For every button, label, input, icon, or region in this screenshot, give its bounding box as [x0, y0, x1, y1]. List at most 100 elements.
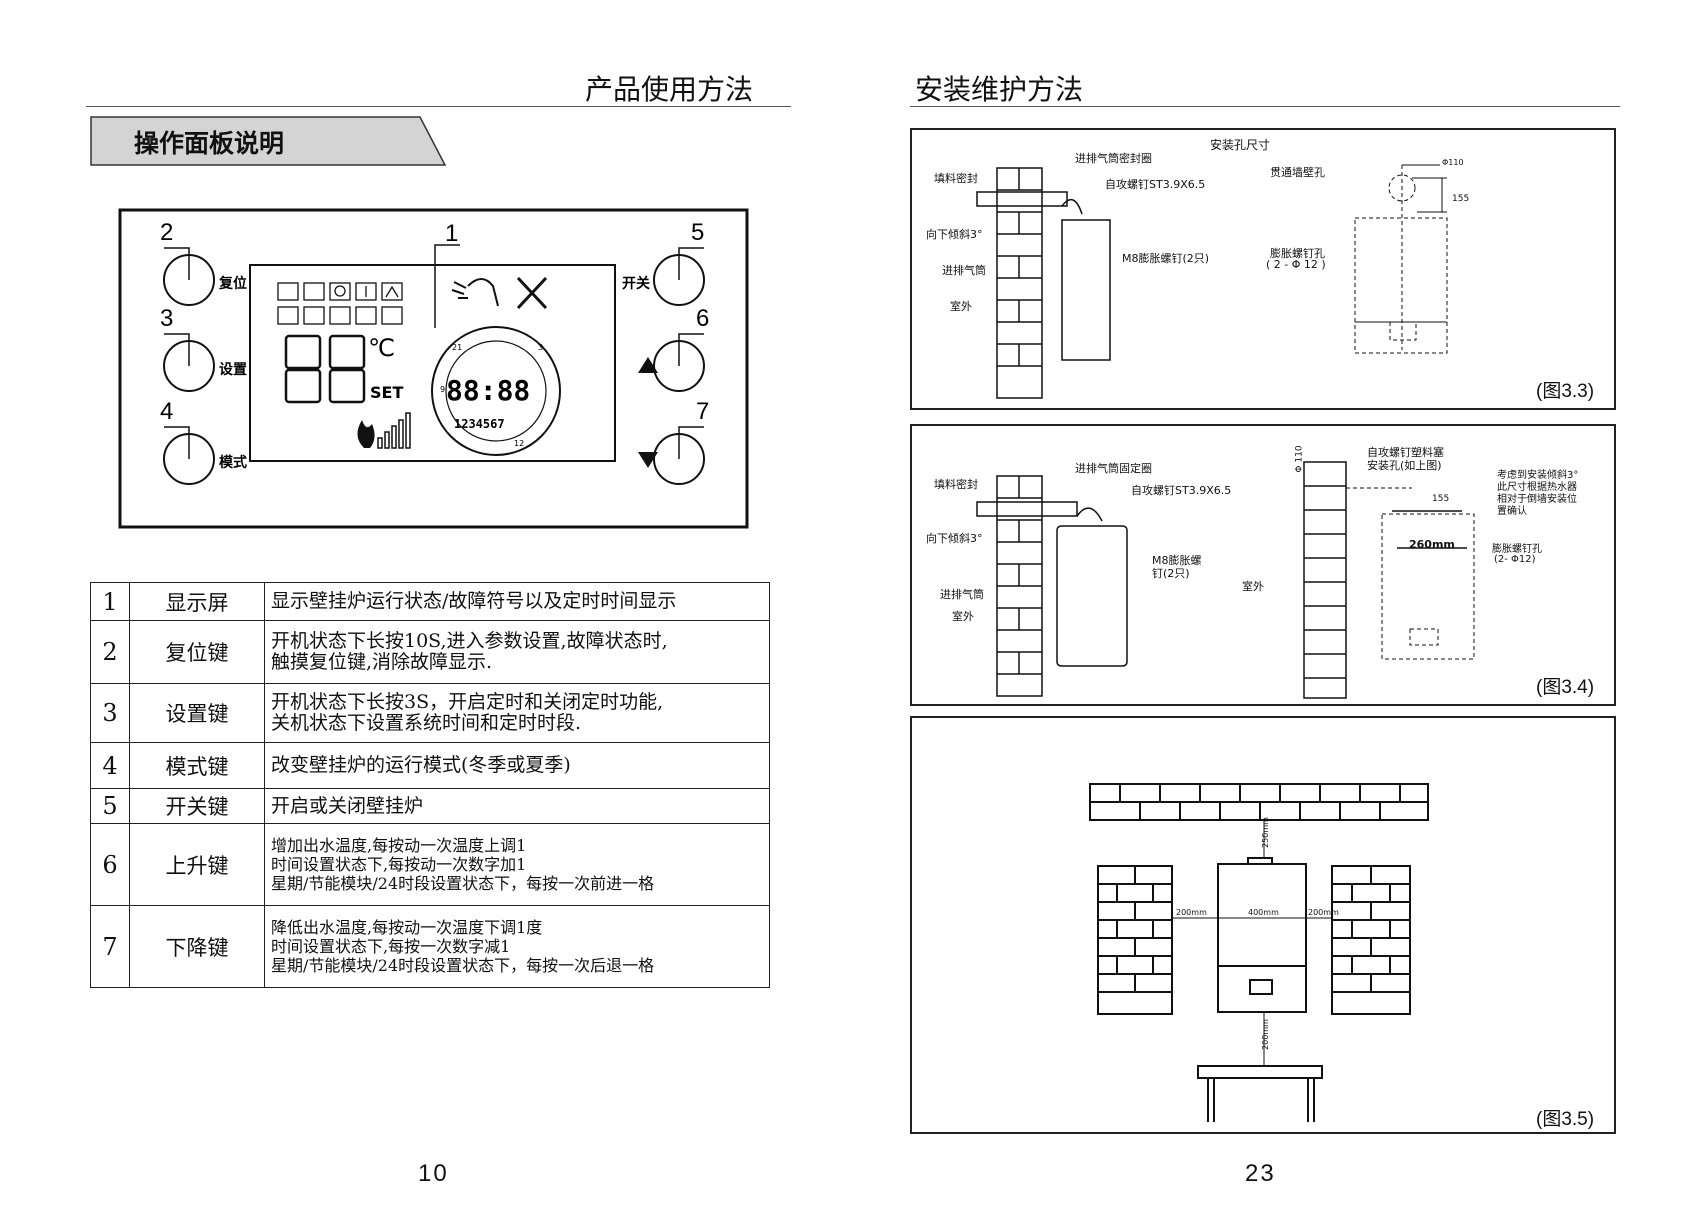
clock-ring — [431, 326, 561, 456]
key-description-table: 1 显示屏 显示壁挂炉运行状态/故障符号以及定时时间显示 2 复位键 开机状态下… — [90, 582, 770, 988]
control-panel-diagram: 1 2 复位 3 设置 4 模式 5 开关 6 7 — [118, 208, 749, 529]
label: 进排气筒 — [940, 588, 984, 601]
week-digits: 1234567 — [454, 417, 505, 431]
table-row: 2 复位键 开机状态下长按10S,进入参数设置,故障状态时,触摸复位键,消除故障… — [90, 620, 770, 684]
label: 此尺寸根据热水器 — [1497, 482, 1577, 493]
label: 填料密封 — [934, 172, 978, 185]
label: 自攻螺钉塑料塞 — [1367, 446, 1444, 459]
table-row: 5 开关键 开启或关闭壁挂炉 — [90, 788, 770, 824]
set-button-group: 3 设置 — [160, 305, 247, 392]
row-number: 2 — [90, 620, 130, 684]
svg-text:7: 7 — [696, 398, 709, 425]
label: 考虑到安装倾斜3° — [1497, 470, 1579, 481]
label: 填料密封 — [934, 478, 978, 491]
row-number: 5 — [90, 788, 130, 824]
fig34-caption: (图3.4) — [1536, 677, 1595, 698]
fig33-caption: (图3.3) — [1536, 381, 1595, 402]
power-button-group: 5 开关 — [622, 219, 705, 306]
temp-digits — [284, 334, 366, 404]
row-number: 1 — [90, 582, 130, 621]
shower-icon — [451, 278, 499, 307]
fig33-title: 安装孔尺寸 — [1210, 138, 1271, 152]
down-triangle-icon — [638, 452, 658, 468]
label: 置确认 — [1497, 506, 1527, 517]
svg-text:3: 3 — [538, 343, 543, 352]
label: 250mm — [1260, 817, 1270, 848]
figure-3-4: 进排气筒固定圈 填料密封 自攻螺钉ST3.9X6.5 向下倾斜3° M8膨胀螺 … — [910, 424, 1616, 706]
table-row: 7 下降键 降低出水温度,每按动一次温度下调1度时间设置状态下,每按一次数字减1… — [90, 905, 770, 988]
up-triangle-icon — [638, 357, 658, 373]
row-number: 3 — [90, 683, 130, 743]
label: Φ110 — [1442, 158, 1464, 167]
label: 自攻螺钉ST3.9X6.5 — [1105, 178, 1206, 191]
row-key: 开关键 — [129, 788, 265, 824]
row-key: 模式键 — [129, 742, 265, 789]
label: M8膨胀螺 — [1152, 554, 1202, 567]
label: 安装孔(如上图) — [1367, 459, 1442, 472]
mode-button-group: 4 模式 — [160, 398, 247, 485]
label: 室外 — [950, 300, 972, 313]
label: 155 — [1432, 494, 1450, 504]
row-key: 上升键 — [129, 823, 265, 906]
svg-text:12: 12 — [514, 439, 524, 448]
section-title: 操作面板说明 — [134, 129, 285, 158]
svg-text:设置: 设置 — [219, 361, 247, 378]
label: 200mm — [1260, 1019, 1270, 1050]
reset-button-group: 2 复位 — [160, 219, 247, 306]
left-page-number: 10 — [418, 1160, 449, 1187]
svg-text:复位: 复位 — [218, 275, 247, 292]
lcd-icon-grid — [277, 282, 403, 325]
down-button-group: 7 — [638, 398, 709, 485]
svg-text:模式: 模式 — [219, 454, 247, 471]
svg-text:开关: 开关 — [622, 275, 650, 292]
label: (2- Φ12) — [1494, 554, 1536, 565]
section-title-banner — [90, 116, 447, 166]
row-key: 设置键 — [129, 683, 265, 743]
up-button-group: 6 — [638, 305, 709, 392]
svg-text:4: 4 — [160, 398, 173, 425]
row-key: 复位键 — [129, 620, 265, 684]
label: 400mm — [1248, 908, 1279, 917]
label: 进排气筒 — [942, 264, 986, 277]
row-desc: 开机状态下长按3S，开启定时和关闭定时功能,关机状态下设置系统时间和定时时段. — [264, 683, 770, 743]
right-page-header: 安装维护方法 — [915, 73, 1084, 106]
label: 进排气筒密封圈 — [1075, 152, 1152, 165]
lcd-screen — [249, 264, 616, 462]
label: 进排气筒固定圈 — [1075, 462, 1152, 475]
celsius-symbol: ℃ — [368, 334, 395, 362]
figure-3-3: 安装孔尺寸 进排气筒密封圈 填料密封 自攻螺钉ST3.9X6.5 向下倾斜3° … — [910, 128, 1616, 410]
label: 贯通墙壁孔 — [1270, 166, 1325, 179]
label: ( 2 - Φ 12 ) — [1266, 258, 1326, 271]
svg-text:2: 2 — [160, 219, 173, 246]
callout-1: 1 — [445, 220, 458, 247]
label: 260mm — [1409, 538, 1455, 551]
right-header-rule — [910, 106, 1620, 107]
label: 室外 — [952, 610, 974, 623]
set-label: SET — [370, 383, 403, 402]
right-page-number: 23 — [1245, 1160, 1276, 1187]
label: 室外 — [1242, 580, 1264, 593]
label: 钉(2只) — [1152, 567, 1190, 580]
signal-bars-icon — [377, 412, 411, 449]
label: 膨胀螺钉孔 — [1270, 247, 1325, 260]
label: 膨胀螺钉孔 — [1492, 544, 1542, 555]
row-key: 下降键 — [129, 905, 265, 988]
label: 自攻螺钉ST3.9X6.5 — [1131, 484, 1232, 497]
label: M8膨胀螺钉(2只) — [1122, 252, 1210, 265]
label: 相对于倒墙安装位 — [1497, 494, 1577, 505]
figure-3-5: 250mm 200mm 400mm 200mm 200mm (图3.5) — [910, 716, 1616, 1134]
left-header-rule — [86, 106, 791, 107]
row-desc: 改变壁挂炉的运行模式(冬季或夏季) — [264, 742, 770, 789]
row-number: 7 — [90, 905, 130, 988]
row-key: 显示屏 — [129, 582, 265, 621]
left-page-header: 产品使用方法 — [585, 73, 754, 106]
table-row: 3 设置键 开机状态下长按3S，开启定时和关闭定时功能,关机状态下设置系统时间和… — [90, 683, 770, 743]
tools-icon — [516, 276, 548, 310]
svg-text:21: 21 — [452, 343, 462, 352]
label: 155 — [1452, 194, 1470, 204]
svg-text:9: 9 — [440, 385, 445, 394]
row-desc: 显示壁挂炉运行状态/故障符号以及定时时间显示 — [264, 582, 770, 621]
row-number: 6 — [90, 823, 130, 906]
table-row: 4 模式键 改变壁挂炉的运行模式(冬季或夏季) — [90, 742, 770, 789]
